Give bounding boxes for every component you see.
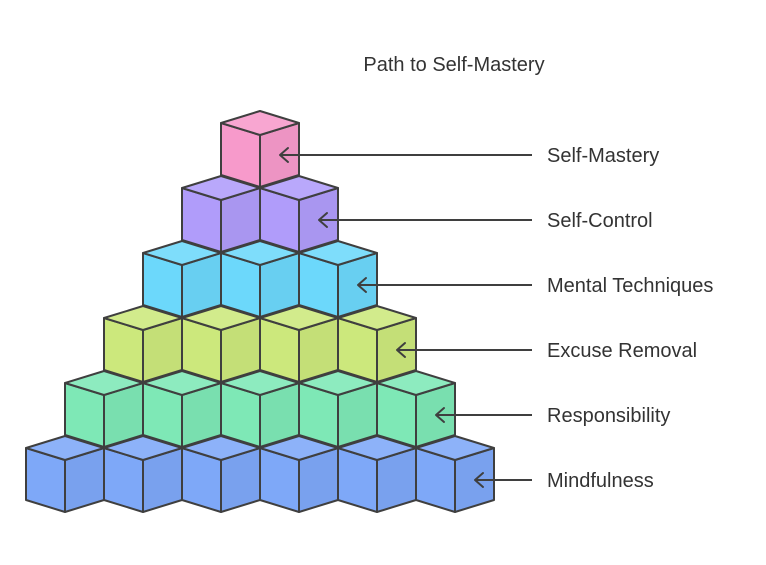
cube <box>298 370 378 448</box>
cube-top-face <box>220 240 300 266</box>
cube <box>259 435 339 513</box>
cube-top-face <box>142 240 222 266</box>
cube <box>181 175 261 253</box>
level-callout: Self-Mastery <box>279 145 659 167</box>
cube-top-face <box>103 305 183 331</box>
cube-top-face <box>376 370 456 396</box>
cube <box>181 305 261 383</box>
cube-row <box>25 435 495 513</box>
cube <box>220 240 300 318</box>
cube-top-face <box>298 370 378 396</box>
cube <box>25 435 105 513</box>
cube-row <box>103 305 417 383</box>
cube-top-face <box>220 370 300 396</box>
cube <box>220 370 300 448</box>
cube-top-face <box>181 435 261 461</box>
cube <box>103 305 183 383</box>
cube <box>64 370 144 448</box>
arrow-left-icon <box>435 407 445 423</box>
cube-top-face <box>259 175 339 201</box>
cube <box>376 370 456 448</box>
cube-row <box>181 175 339 253</box>
cube <box>103 435 183 513</box>
level-label: Mental Techniques <box>547 275 713 297</box>
arrow-left-icon <box>474 472 484 488</box>
cube <box>337 435 417 513</box>
cube-top-face <box>64 370 144 396</box>
cube-top-face <box>337 305 417 331</box>
cube-row <box>220 110 300 188</box>
cube-row <box>142 240 378 318</box>
cube-top-face <box>181 305 261 331</box>
cube <box>142 240 222 318</box>
level-label: Responsibility <box>547 405 670 427</box>
arrow-left-icon <box>318 212 328 228</box>
cube-top-face <box>142 370 222 396</box>
arrow-left-icon <box>357 277 367 293</box>
level-callout: Excuse Removal <box>396 340 697 362</box>
cube <box>142 370 222 448</box>
cube-top-face <box>220 110 300 136</box>
cube <box>181 435 261 513</box>
level-label: Mindfulness <box>547 470 654 492</box>
arrow-left-icon <box>279 147 289 163</box>
cube-pyramid <box>25 110 495 513</box>
arrow-left-icon <box>396 342 406 358</box>
level-callout: Self-Control <box>318 210 653 232</box>
cube-top-face <box>259 435 339 461</box>
level-label: Self-Control <box>547 210 653 232</box>
cube <box>259 305 339 383</box>
cube <box>220 110 300 188</box>
level-callout: Mindfulness <box>474 470 654 492</box>
level-label: Excuse Removal <box>547 340 697 362</box>
cube-row <box>64 370 456 448</box>
cube-top-face <box>298 240 378 266</box>
cube-top-face <box>259 305 339 331</box>
level-callout: Responsibility <box>435 405 670 427</box>
cube-top-face <box>103 435 183 461</box>
diagram-title: Path to Self-Mastery <box>363 54 544 76</box>
level-label: Self-Mastery <box>547 145 659 167</box>
cube-top-face <box>337 435 417 461</box>
cube-top-face <box>415 435 495 461</box>
cube-top-face <box>181 175 261 201</box>
cube-top-face <box>25 435 105 461</box>
level-callout: Mental Techniques <box>357 275 713 297</box>
